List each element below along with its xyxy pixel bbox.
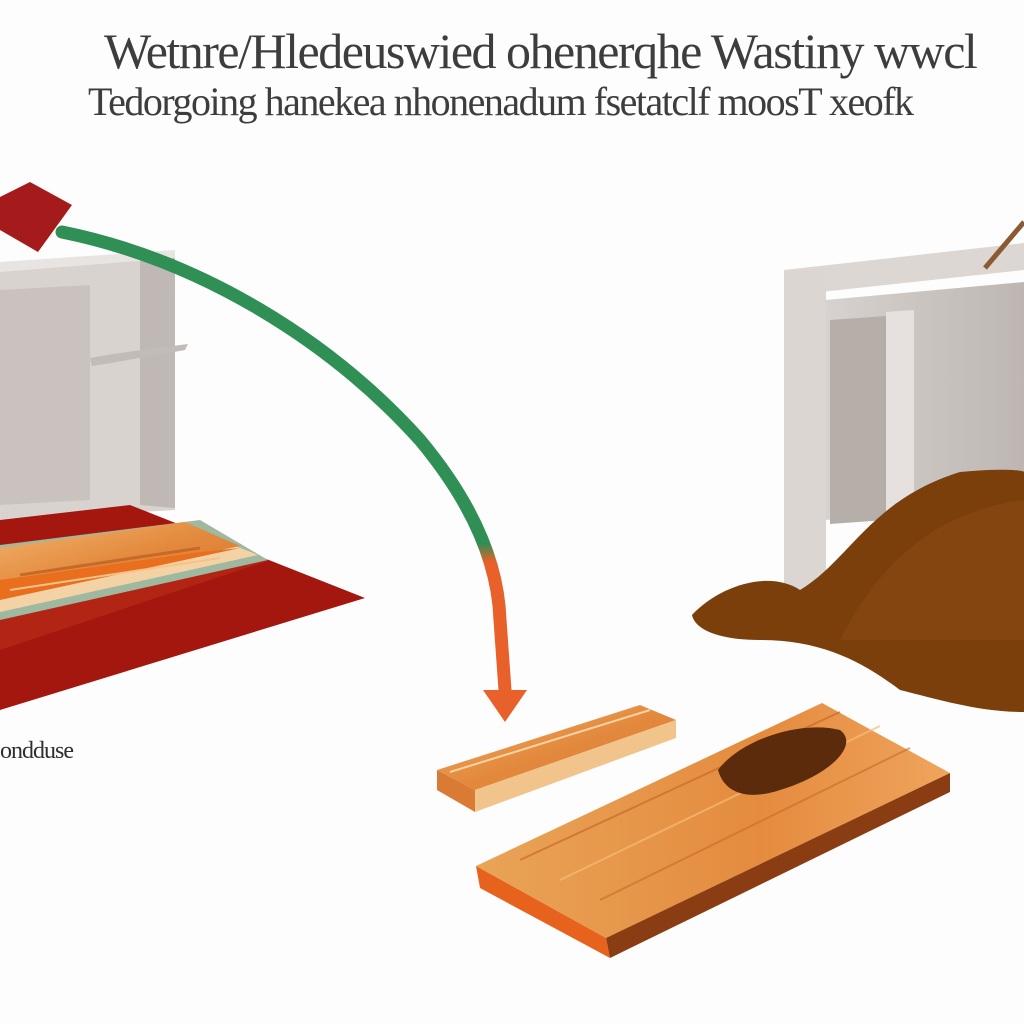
wood-plank <box>437 705 676 812</box>
left-side-label: ondduse <box>0 738 74 764</box>
wood-board <box>476 703 950 958</box>
flow-arrow <box>0 182 527 722</box>
diagram-subtitle: Tedorgoing hanekea nhonenadum fsetatclf … <box>88 79 914 124</box>
left-wood-stack <box>0 520 268 620</box>
compost-pile <box>692 469 1024 712</box>
diagram-title: Wetnre/Hledeuswied ohenerqhe Wastiny wwc… <box>104 23 978 79</box>
left-cabinet <box>0 250 188 520</box>
right-cabinet <box>784 220 1024 595</box>
